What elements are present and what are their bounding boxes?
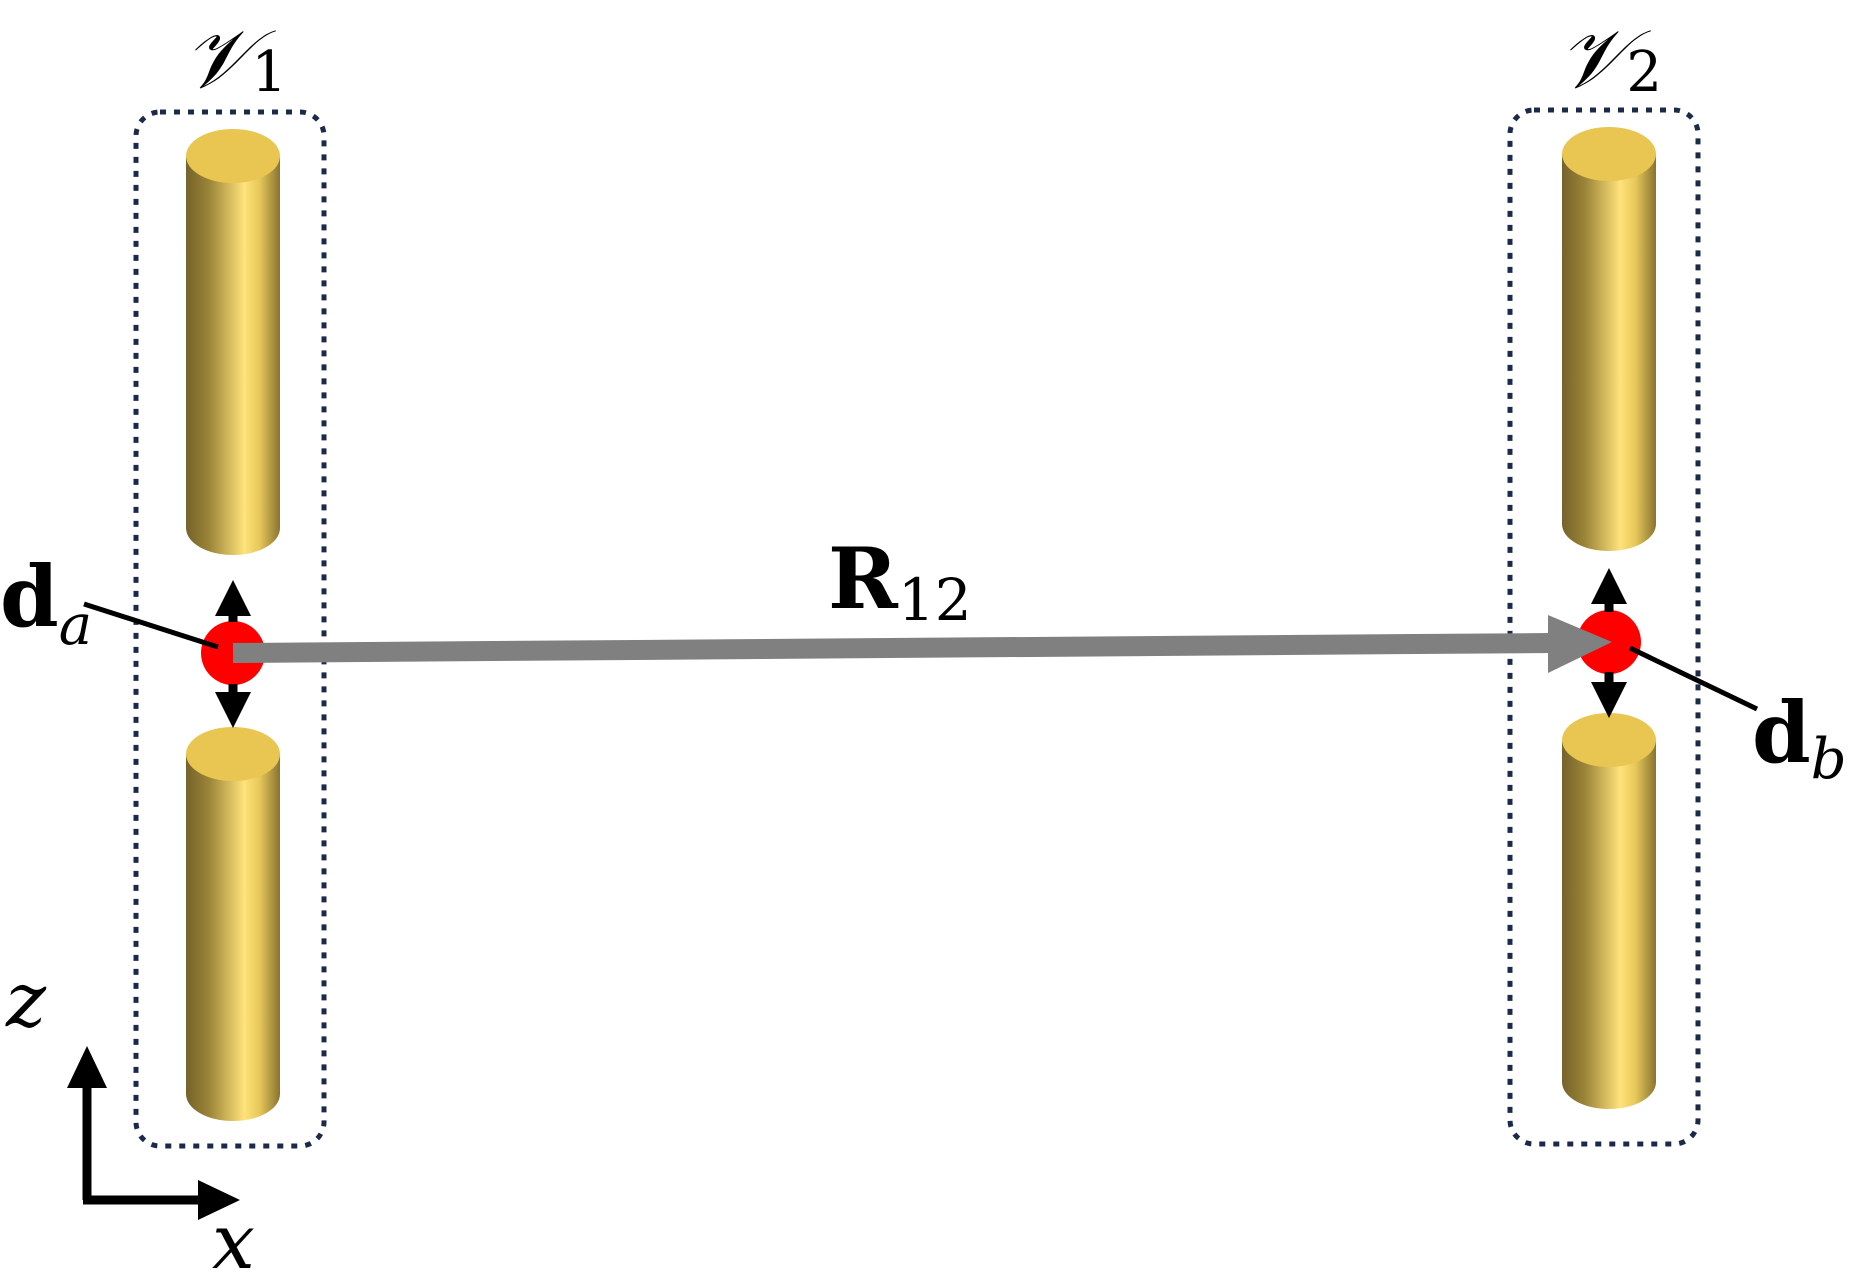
antenna-2-upper-rod [1562,127,1656,551]
axes-indicator [67,1046,240,1220]
dipole-a-label: da [0,547,92,658]
antenna-2-lower-rod [1562,713,1656,1109]
r12-label: R12 [828,529,972,634]
dipole-b-leader-line [1628,645,1759,712]
r12-vector-arrow [232,615,1612,673]
volume-1-box [133,109,327,1149]
antenna-1-lower-rod [186,727,280,1121]
volume-1-label: 𝒱1 [183,12,287,107]
x-axis-label: x [212,1197,255,1276]
volume-2-label: 𝒱2 [1558,12,1662,107]
volume-2-box [1507,107,1701,1147]
dipole-a-leader-line [83,601,219,650]
antenna-1-upper-rod [186,129,280,555]
z-axis-label: z [5,955,47,1044]
dipole-b-label: db [1752,683,1847,792]
